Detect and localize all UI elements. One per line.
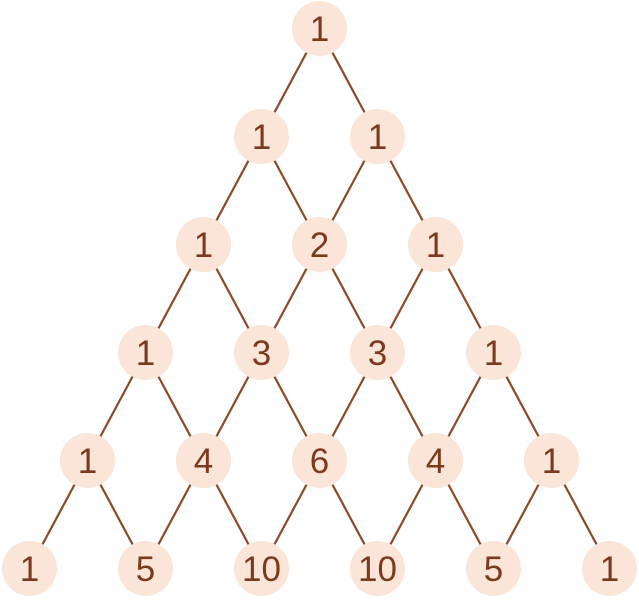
node-value: 4 — [426, 442, 445, 481]
node-circle — [408, 433, 463, 488]
tree-node: 1 — [408, 217, 463, 272]
node-circle — [524, 433, 579, 488]
tree-node: 10 — [350, 541, 405, 596]
node-circle — [466, 325, 521, 380]
tree-node: 5 — [118, 541, 173, 596]
node-value: 2 — [310, 226, 329, 265]
tree-node: 10 — [234, 541, 289, 596]
node-circle — [582, 541, 637, 596]
node-value: 3 — [368, 334, 387, 373]
tree-node: 5 — [466, 541, 521, 596]
node-value: 1 — [368, 118, 387, 157]
node-circle — [176, 217, 231, 272]
node-value: 1 — [426, 226, 445, 265]
tree-node: 1 — [466, 325, 521, 380]
node-circle — [176, 433, 231, 488]
tree-node: 1 — [118, 325, 173, 380]
node-circle — [466, 541, 521, 596]
node-value: 10 — [242, 550, 281, 589]
node-value: 5 — [136, 550, 155, 589]
node-value: 1 — [136, 334, 155, 373]
tree-node: 1 — [292, 1, 347, 56]
node-circle — [234, 541, 289, 596]
node-value: 1 — [484, 334, 503, 373]
node-value: 1 — [78, 442, 97, 481]
tree-node: 4 — [176, 433, 231, 488]
node-circle — [234, 325, 289, 380]
node-circle — [2, 541, 57, 596]
node-circle — [408, 217, 463, 272]
node-circle — [292, 433, 347, 488]
node-value: 1 — [20, 550, 39, 589]
tree-node: 1 — [2, 541, 57, 596]
node-circle — [234, 109, 289, 164]
tree-node: 1 — [582, 541, 637, 596]
tree-node: 6 — [292, 433, 347, 488]
tree-node: 1 — [60, 433, 115, 488]
node-value: 10 — [358, 550, 397, 589]
node-value: 6 — [310, 442, 329, 481]
node-circle — [350, 541, 405, 596]
node-value: 1 — [542, 442, 561, 481]
tree-node: 1 — [234, 109, 289, 164]
node-value: 3 — [252, 334, 271, 373]
tree-node: 3 — [234, 325, 289, 380]
node-value: 1 — [252, 118, 271, 157]
node-circle — [350, 109, 405, 164]
node-value: 5 — [484, 550, 503, 589]
node-circle — [292, 1, 347, 56]
node-circle — [118, 325, 173, 380]
tree-node: 3 — [350, 325, 405, 380]
tree-node: 1 — [524, 433, 579, 488]
node-value: 4 — [194, 442, 213, 481]
node-circle — [350, 325, 405, 380]
node-circle — [60, 433, 115, 488]
tree-node: 1 — [350, 109, 405, 164]
node-value: 1 — [600, 550, 619, 589]
node-value: 1 — [310, 10, 329, 49]
tree-node: 4 — [408, 433, 463, 488]
tree-node: 2 — [292, 217, 347, 272]
node-value: 1 — [194, 226, 213, 265]
node-circle — [118, 541, 173, 596]
node-circle — [292, 217, 347, 272]
tree-node: 1 — [176, 217, 231, 272]
